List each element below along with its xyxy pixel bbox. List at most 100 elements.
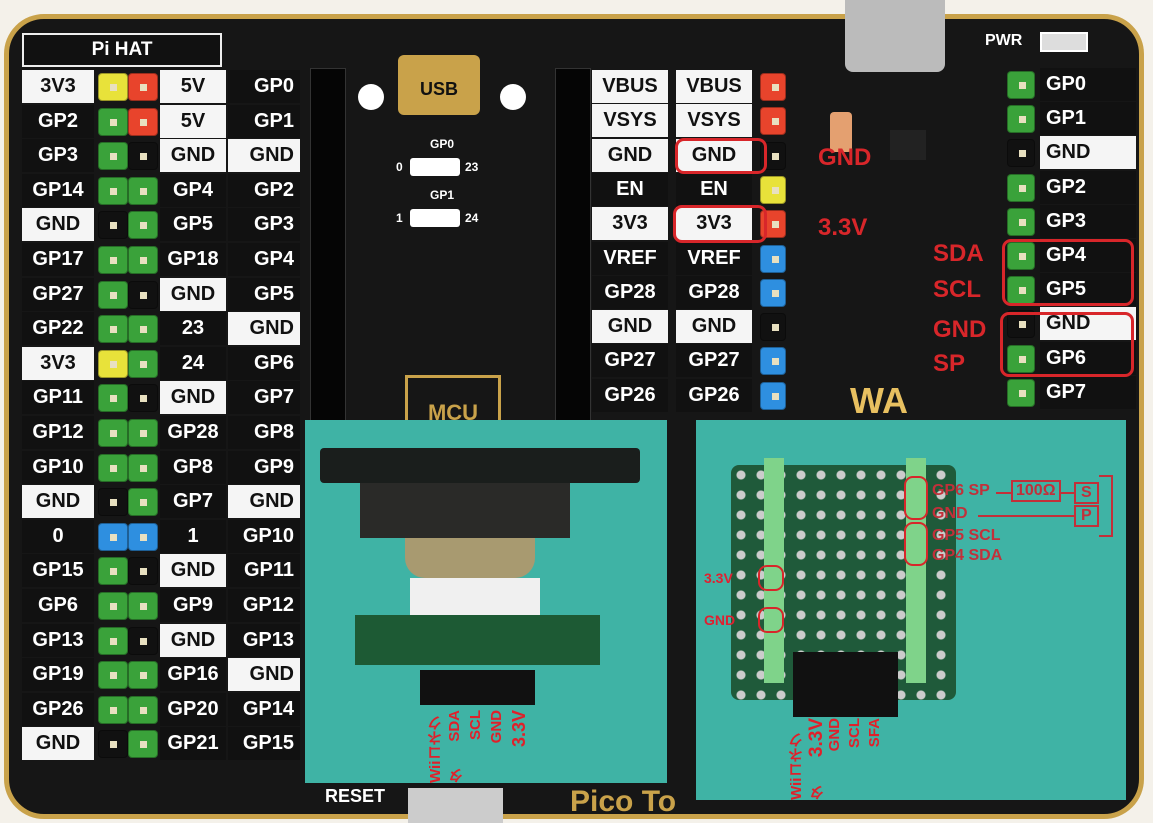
pi-hat-right-label: GP7 (160, 485, 226, 519)
pi-hat-pin[interactable] (98, 626, 128, 655)
pico-header-pin[interactable] (760, 381, 786, 410)
pi-hat-right-label: GND (160, 623, 226, 657)
pi-hat-left-label: GP13 (22, 623, 94, 657)
pi-hat-pin[interactable] (98, 695, 128, 724)
gp5-scl-label: GP5 SCL (932, 527, 1001, 544)
micro-usb-port[interactable] (845, 0, 945, 72)
pi-hat-pin[interactable] (98, 522, 128, 551)
pi-hat-left-label: GP26 (22, 692, 94, 726)
pi-hat-right-label: GP18 (160, 243, 226, 276)
header-pin[interactable] (1007, 276, 1035, 305)
gpio-label: GP1 (1040, 102, 1136, 136)
spacer-block (410, 578, 540, 618)
pi-hat-pin[interactable] (128, 453, 158, 482)
pico-header-pin[interactable] (760, 73, 786, 101)
pi-hat-pin[interactable] (98, 384, 128, 413)
transistor-chip (890, 130, 926, 160)
pi-hat-pin[interactable] (128, 557, 158, 586)
gp1-jumper-label: GP1 (430, 188, 455, 202)
pi-hat-pin[interactable] (98, 107, 128, 136)
pi-hat-pin[interactable] (128, 522, 158, 551)
pi-hat-right-label: 5V (160, 70, 226, 103)
pi-hat-left-label: 3V3 (22, 346, 94, 380)
pi-hat-pin[interactable] (128, 592, 158, 620)
resistor-label: 100Ω (1011, 480, 1061, 502)
header-pin[interactable] (1007, 242, 1035, 270)
header-pin[interactable] (1007, 207, 1035, 236)
pi-hat-pin[interactable] (98, 142, 128, 171)
pi-hat-pin[interactable] (128, 73, 158, 101)
pi-hat-pin[interactable] (128, 211, 158, 240)
pi-hat-pin[interactable] (128, 730, 158, 759)
pi-hat-pin[interactable] (128, 419, 158, 447)
pico-gpio-label: GP0 (228, 70, 300, 103)
pi-hat-pin[interactable] (128, 280, 158, 309)
pi-hat-pin[interactable] (128, 246, 158, 274)
pico-pin-label: VSYS (592, 104, 668, 138)
pi-hat-pin[interactable] (98, 73, 128, 101)
pi-hat-pin[interactable] (128, 315, 158, 344)
pi-hat-pin[interactable] (98, 488, 128, 517)
gp1-jumper-pad[interactable] (410, 209, 460, 227)
pi-hat-pin[interactable] (98, 557, 128, 586)
sda-annotation: SDA (933, 240, 984, 267)
pi-hat-right-label: GP8 (160, 450, 226, 484)
pi-hat-pin[interactable] (98, 176, 128, 205)
pi-hat-pin[interactable] (98, 315, 128, 344)
pi-hat-left-label: GND (22, 208, 94, 242)
pico-pin-label: GND (676, 310, 752, 344)
pico-header-pin[interactable] (760, 313, 786, 342)
pico-header-pin[interactable] (760, 175, 786, 204)
pi-hat-pin[interactable] (128, 349, 158, 378)
speaker-symbol (1099, 475, 1113, 537)
pico-gpio-label: GP12 (228, 589, 300, 622)
connector-pin-label: SCL (846, 718, 863, 748)
pi-hat-pin[interactable] (98, 280, 128, 309)
pico-pin-label: GP28 (676, 275, 752, 309)
header-pin[interactable] (1007, 310, 1035, 339)
header-pin[interactable] (1007, 173, 1035, 202)
gnd2-annotation: GND (933, 316, 987, 343)
gp4-sda-label: GP4 SDA (932, 547, 1003, 564)
header-pin[interactable] (1007, 139, 1035, 168)
pi-hat-pin[interactable] (98, 453, 128, 482)
pico-gpio-label: GP13 (228, 623, 300, 657)
pi-hat-pin[interactable] (98, 592, 128, 620)
pico-gpio-label: GP7 (228, 381, 300, 415)
speaker-magnet (405, 538, 535, 578)
pico-pin-label: VSYS (676, 104, 752, 138)
pi-hat-pin[interactable] (98, 246, 128, 274)
gpio-label: GP6 (1040, 341, 1136, 375)
pico-header-pin[interactable] (760, 244, 786, 273)
pi-hat-left-label: GND (22, 485, 94, 519)
pico-header-pin[interactable] (760, 107, 786, 136)
pi-hat-pin[interactable] (98, 211, 128, 240)
pi-hat-pin[interactable] (128, 107, 158, 136)
pi-hat-left-label: GP15 (22, 554, 94, 588)
header-pin[interactable] (1007, 105, 1035, 134)
pi-hat-pin[interactable] (128, 488, 158, 517)
pico-header-pin[interactable] (760, 347, 786, 376)
pi-hat-pin[interactable] (128, 626, 158, 655)
pico-gpio-label: GP10 (228, 519, 300, 553)
connector-pin-label: GND (488, 710, 505, 744)
pi-hat-left-label: GP17 (22, 243, 94, 276)
pi-hat-pin[interactable] (128, 384, 158, 413)
pi-hat-pin[interactable] (128, 142, 158, 171)
pi-hat-pin[interactable] (128, 176, 158, 205)
gp0-jumper-pad[interactable] (410, 158, 460, 176)
pi-hat-pin[interactable] (98, 661, 128, 690)
gp1-jumper-left: 1 (396, 211, 403, 225)
header-pin[interactable] (1007, 71, 1035, 99)
pi-hat-pin[interactable] (98, 349, 128, 378)
reset-button[interactable] (408, 788, 503, 823)
pico-gpio-label: GP3 (228, 208, 300, 242)
pi-hat-pin[interactable] (98, 419, 128, 447)
header-pin[interactable] (1007, 378, 1035, 407)
pi-hat-pin[interactable] (98, 730, 128, 759)
pico-header-pin[interactable] (760, 278, 786, 307)
header-pin[interactable] (1007, 344, 1035, 373)
pico-pin-label: VREF (592, 241, 668, 275)
pi-hat-pin[interactable] (128, 695, 158, 724)
pi-hat-pin[interactable] (128, 661, 158, 690)
